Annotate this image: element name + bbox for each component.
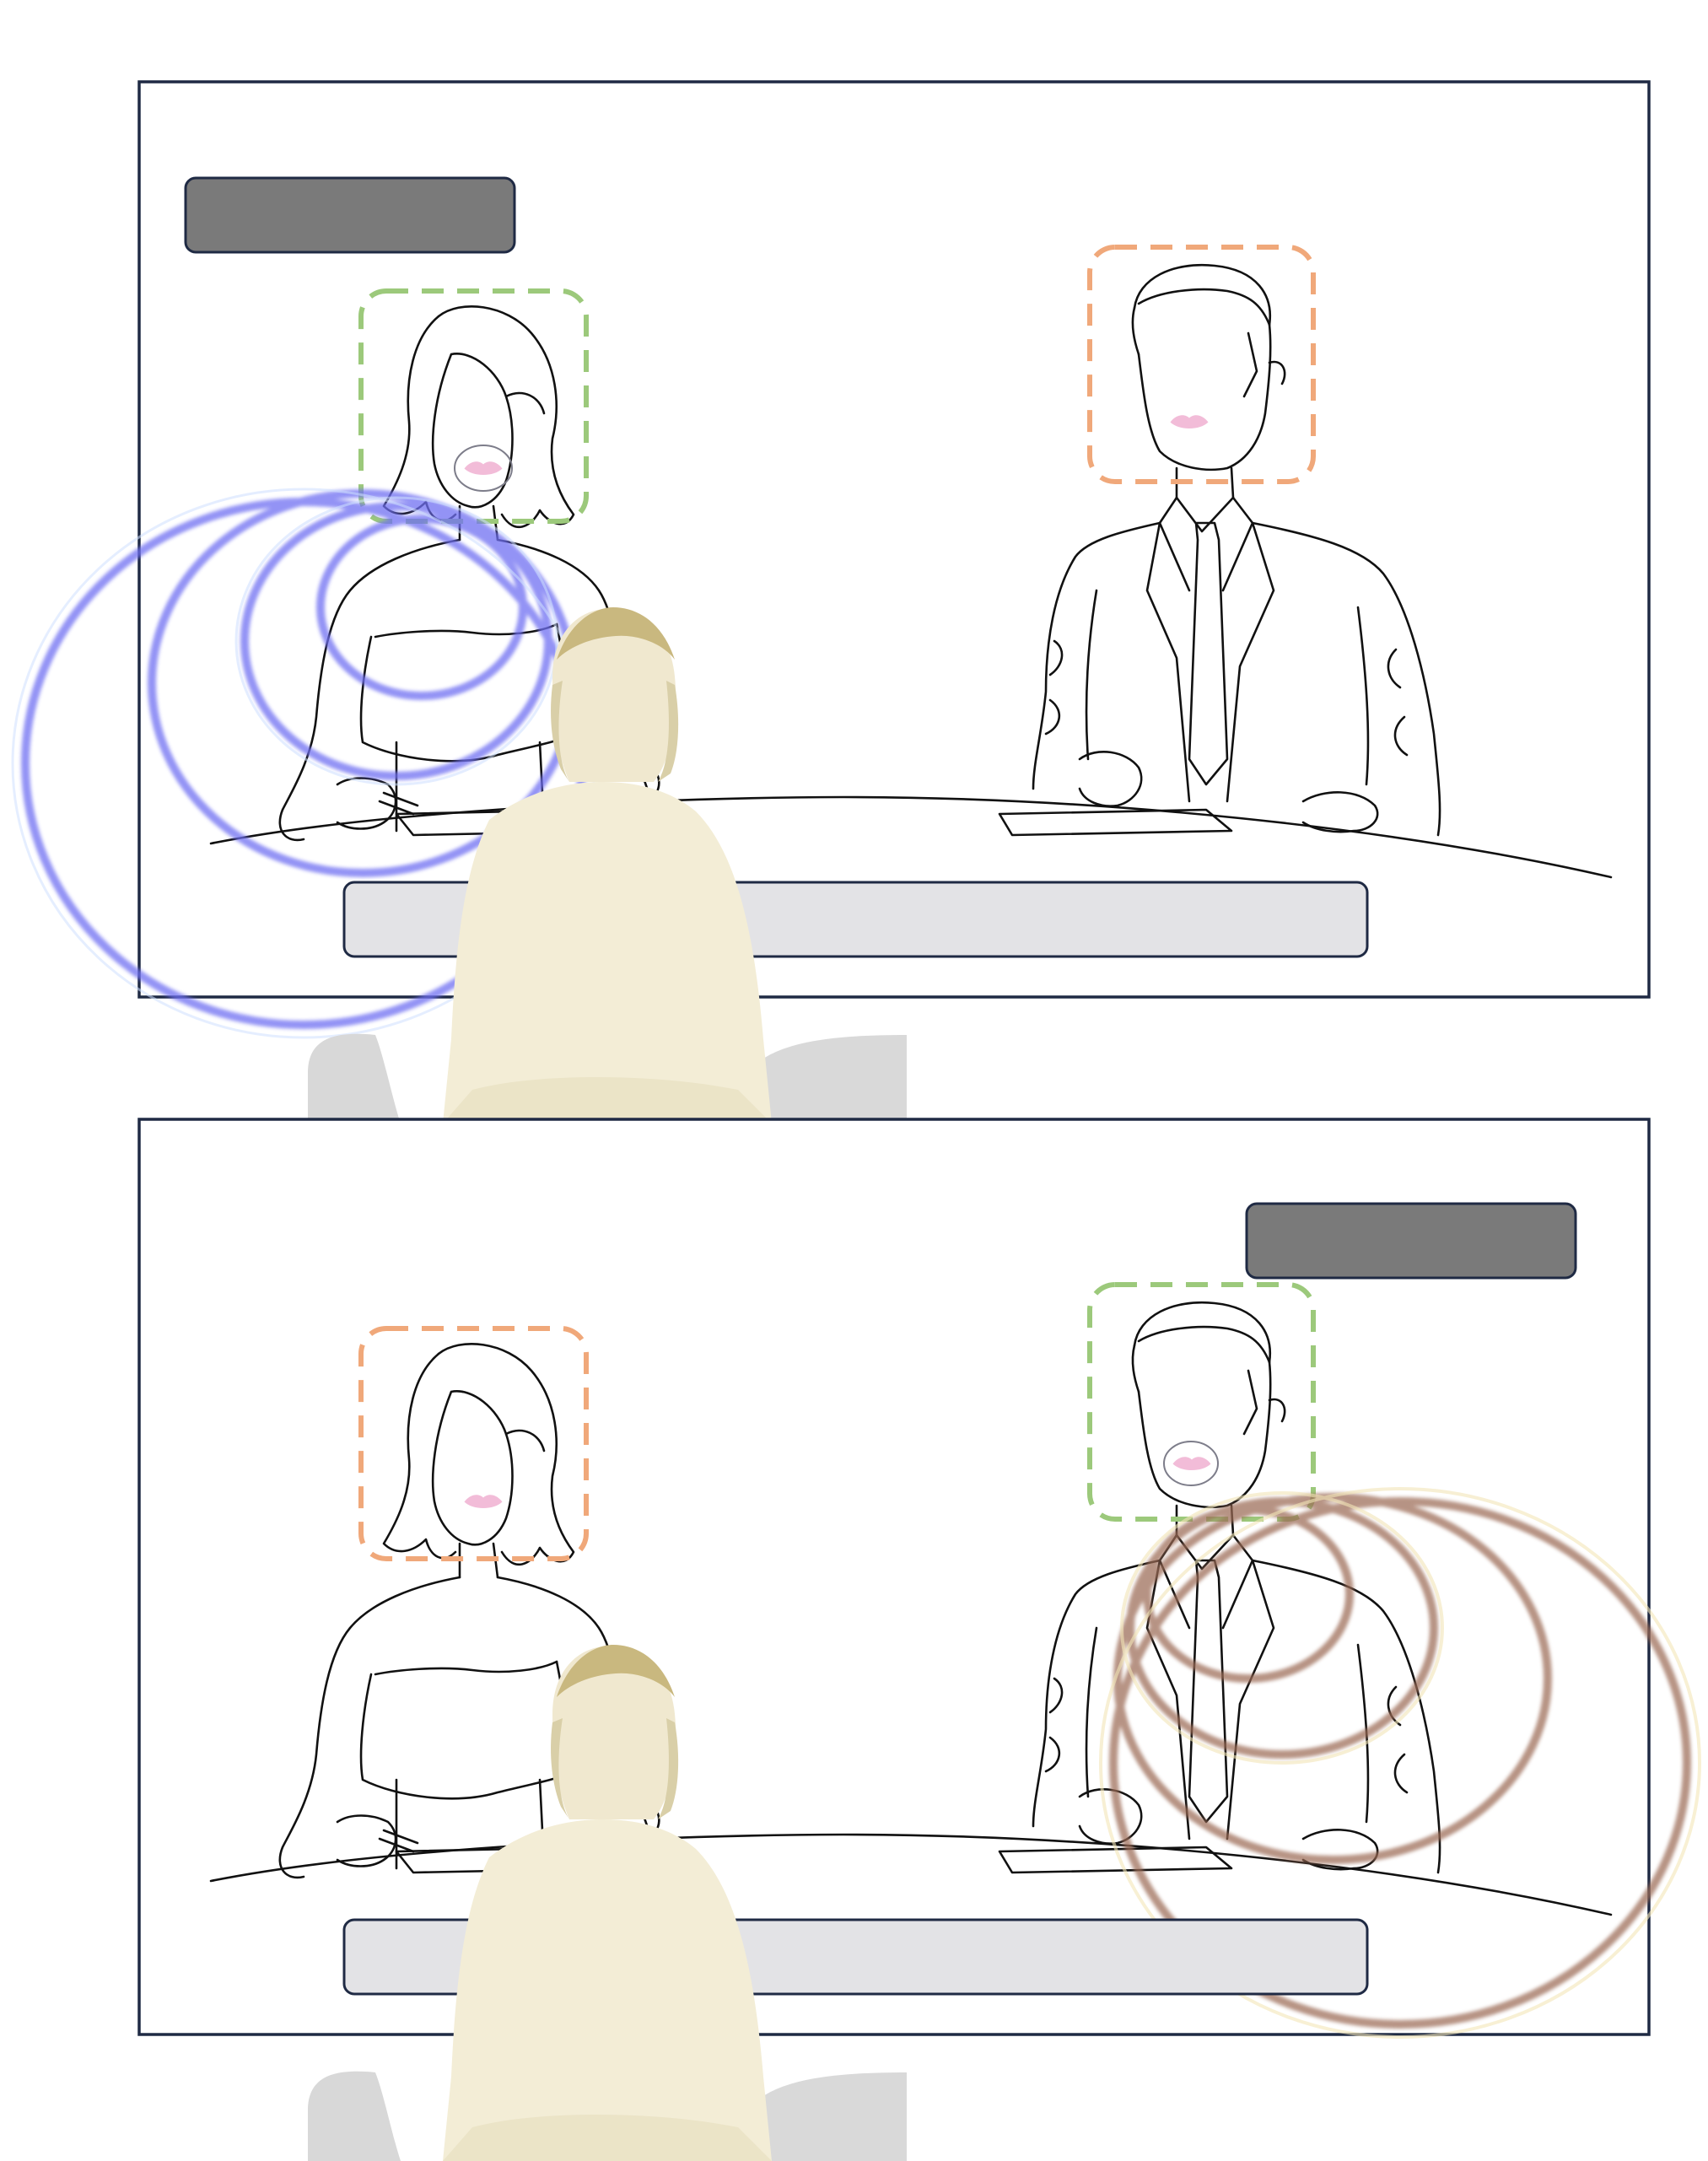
panel-man-speaking <box>137 1118 1701 2161</box>
man-face-frame <box>1087 245 1316 484</box>
woman-face-frame <box>358 1326 589 1561</box>
woman-face-frame <box>358 288 589 524</box>
label-box <box>184 176 516 254</box>
man-face-frame <box>1087 1282 1316 1522</box>
speaking-mouth-marker <box>454 445 513 492</box>
label-box <box>1245 1202 1577 1280</box>
speaking-mouth-marker <box>1163 1441 1219 1486</box>
panel-woman-speaking <box>11 80 1651 1124</box>
